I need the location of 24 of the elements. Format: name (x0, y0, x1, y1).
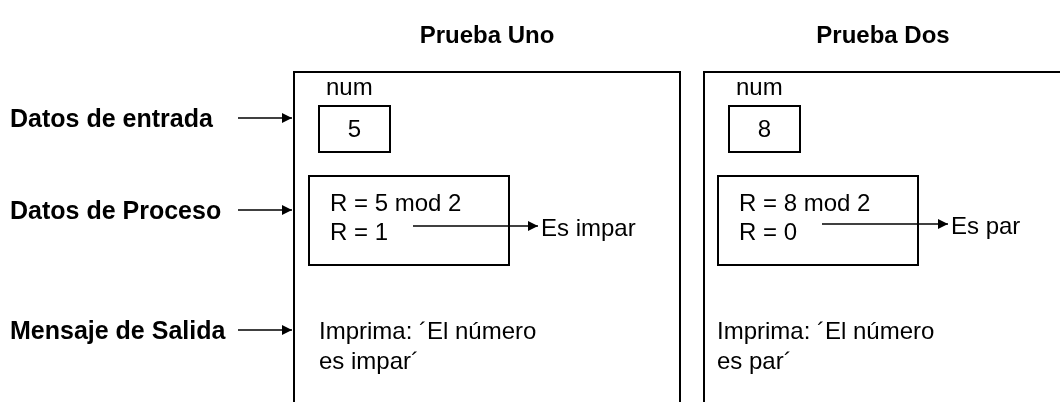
formula-text: R = 0 (739, 218, 798, 246)
panel-heading: Prueba Uno (418, 21, 556, 49)
variable-name: num (326, 73, 373, 101)
process-box (308, 175, 510, 266)
row-label: Mensaje de Salida (10, 315, 238, 345)
arrow (237, 325, 293, 335)
arrow (237, 205, 293, 215)
row-label: Datos de Proceso (10, 195, 238, 225)
row-label: Datos de entrada (10, 103, 238, 133)
output-message: Imprima: ´El número es par´ (717, 316, 936, 376)
arrow (821, 219, 949, 229)
variable-value: 5 (346, 115, 363, 143)
formula-text: R = 1 (330, 218, 389, 246)
arrow (237, 113, 293, 123)
formula-text: R = 5 mod 2 (330, 189, 462, 217)
formula-text: R = 8 mod 2 (739, 189, 871, 217)
row-label: Es par (951, 211, 1041, 241)
output-message: Imprima: ´El número es impar´ (319, 316, 538, 376)
panel-heading: Prueba Dos (815, 21, 951, 49)
row-label: Es impar (541, 213, 651, 243)
process-box (717, 175, 919, 266)
variable-name: num (736, 73, 783, 101)
arrow (412, 221, 539, 231)
variable-value: 8 (756, 115, 773, 143)
